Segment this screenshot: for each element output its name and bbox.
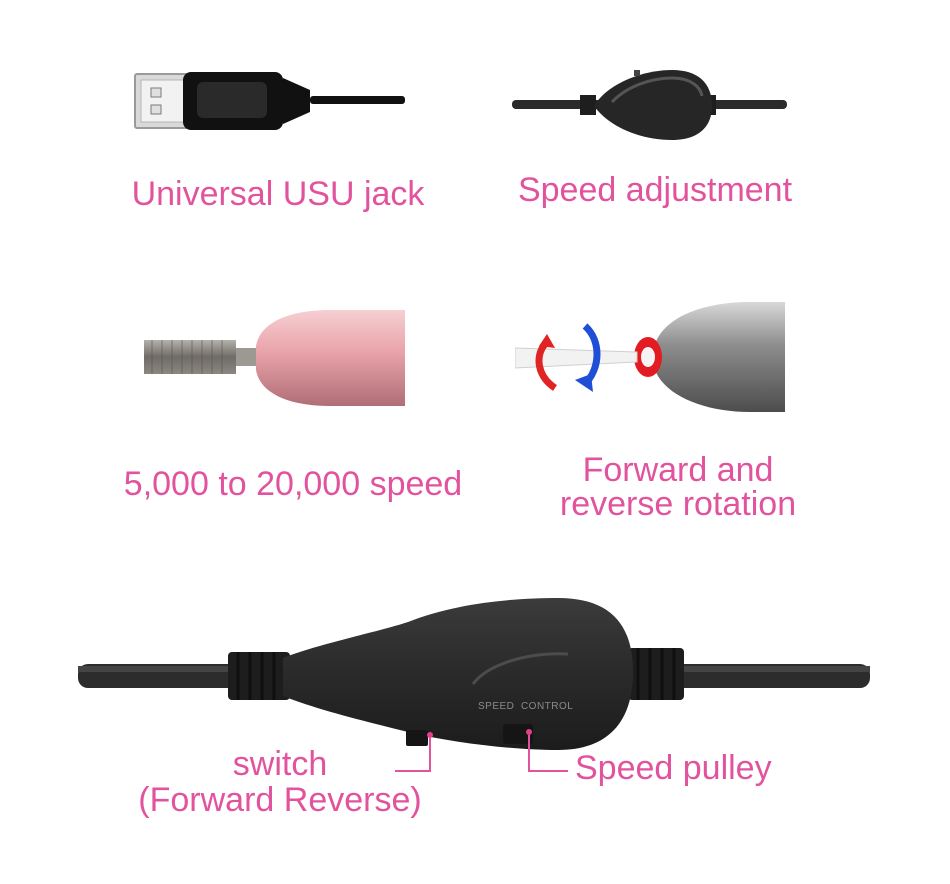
speed-adjustment-caption: Speed adjustment	[517, 171, 793, 209]
speed-controller-image	[78, 598, 870, 750]
usb-jack-caption: Universal USU jack	[131, 175, 425, 213]
drill-bit-image	[144, 310, 405, 406]
usb-jack-image	[134, 72, 405, 130]
switch-callout-vertical	[429, 738, 431, 771]
pulley-marker	[526, 729, 532, 735]
switch-label-line1: switch	[232, 745, 328, 783]
speed-control-engraving: SPEED CONTROL	[478, 701, 574, 712]
switch-marker	[427, 732, 433, 738]
speed-range-caption: 5,000 to 20,000 speed	[123, 465, 463, 503]
rotation-caption-line2: reverse rotation	[559, 485, 797, 523]
rotation-image	[515, 302, 785, 412]
speed-pulley-label: Speed pulley	[575, 749, 772, 787]
rotation-caption-line1: Forward and	[582, 451, 774, 489]
speed-adjustment-image	[512, 70, 787, 140]
switch-label-line2: (Forward Reverse)	[138, 781, 422, 819]
pulley-callout-horizontal	[528, 770, 568, 772]
switch-callout-horizontal	[395, 770, 431, 772]
pulley-callout-vertical	[528, 735, 530, 771]
